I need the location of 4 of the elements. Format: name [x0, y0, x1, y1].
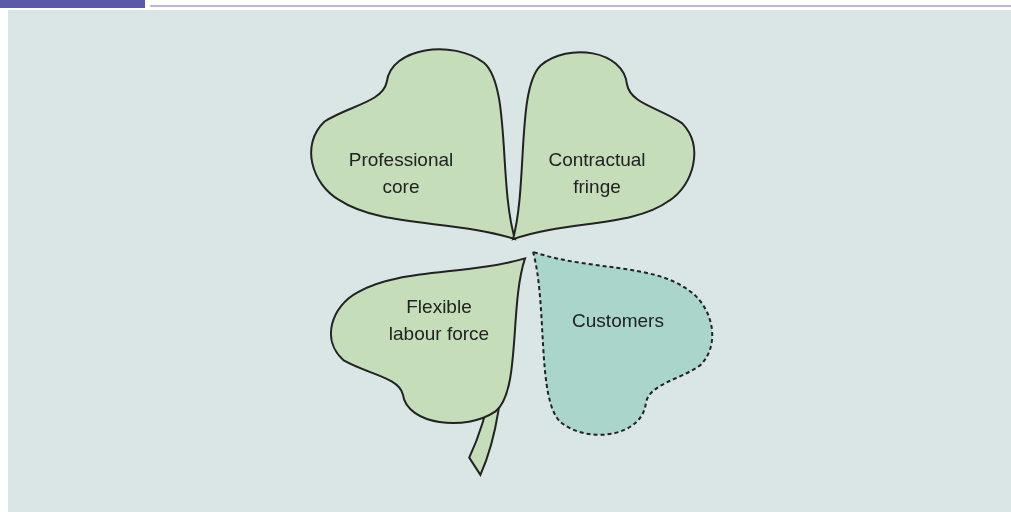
leaf-label: Contractual fringe [547, 148, 647, 199]
leaf-label: Flexible labour force [387, 295, 491, 346]
leaf-label: Customers [571, 308, 665, 333]
leaf-label: Professional core [347, 148, 455, 199]
